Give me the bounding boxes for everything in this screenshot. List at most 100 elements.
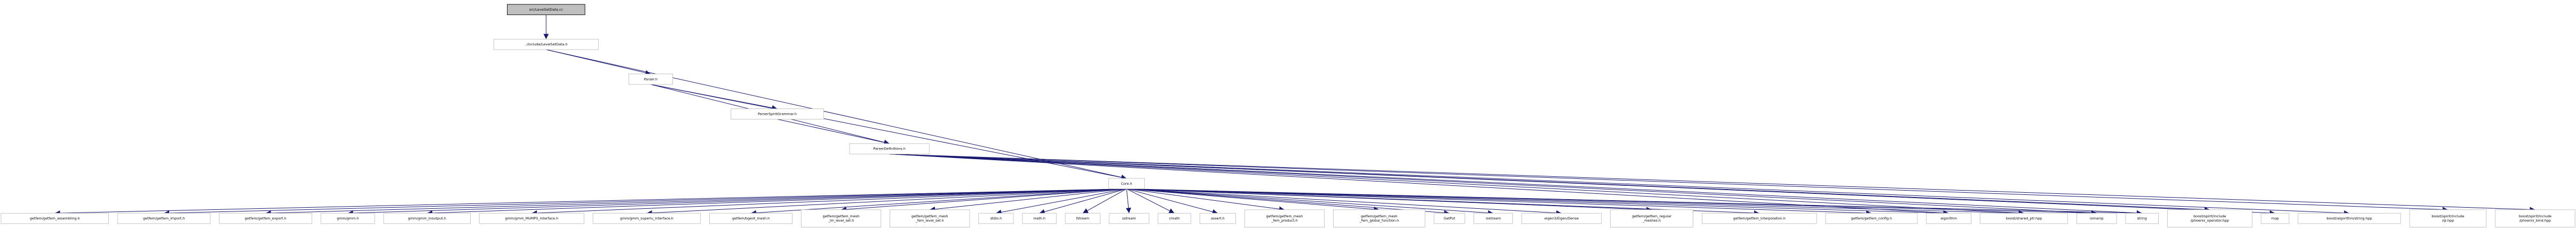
node-parserdefs[interactable]: ParserDefinitions.h bbox=[849, 143, 930, 154]
node-label: Parser.h bbox=[644, 77, 658, 81]
node-l04[interactable]: gmm/gmm.h bbox=[320, 213, 375, 224]
node-box bbox=[628, 74, 673, 85]
node-label: getfem/getfem_assembling.h bbox=[30, 216, 80, 221]
node-box bbox=[1433, 213, 1465, 224]
node-box bbox=[1926, 213, 1971, 224]
node-label: _fem_product.h bbox=[1271, 218, 1297, 223]
node-l06[interactable]: gmm/gmm_MUMPS_interface.h bbox=[479, 213, 584, 224]
node-label: gmm/gmm_inoutput.h bbox=[408, 216, 446, 221]
node-label: boost/spirit/include bbox=[2193, 214, 2226, 218]
node-label: GetPot bbox=[1444, 216, 1455, 221]
edge-parserdefs-to-l26 bbox=[889, 153, 2024, 216]
node-box bbox=[1108, 213, 1150, 224]
node-parser[interactable]: Parser.h bbox=[628, 74, 673, 85]
node-l33[interactable]: boost/spirit/include/phoenix_bind.hpp bbox=[2495, 209, 2575, 227]
node-box bbox=[2261, 213, 2289, 224]
node-l10[interactable]: getfem/getfem_mesh_fem_level_set.h bbox=[890, 209, 970, 227]
node-label: getfem/getfem_interpolation.h bbox=[1733, 216, 1786, 221]
node-l31[interactable]: boost/algorithm/string.hpp bbox=[2297, 213, 2401, 224]
node-l19[interactable]: GetPot bbox=[1433, 213, 1465, 224]
edge-core-to-l13 bbox=[1082, 188, 1127, 214]
node-l25[interactable]: algorithm bbox=[1926, 213, 1971, 224]
node-label: string bbox=[2137, 216, 2147, 221]
node-label: getfem/bgeot_mesh.h bbox=[732, 216, 770, 221]
node-l16[interactable]: assert.h bbox=[1199, 213, 1236, 224]
node-l08[interactable]: getfem/bgeot_mesh.h bbox=[709, 213, 792, 224]
node-l14[interactable]: sstream bbox=[1108, 213, 1150, 224]
node-box bbox=[2409, 209, 2487, 227]
node-l11[interactable]: stdio.h bbox=[978, 213, 1014, 224]
edge-levelsetdata-to-core bbox=[546, 49, 1127, 180]
edge-parser-to-core bbox=[651, 84, 1127, 180]
node-l27[interactable]: iomanip bbox=[2076, 213, 2117, 224]
node-l03[interactable]: getfem/getfem_export.h bbox=[219, 213, 312, 224]
node-label: boost/algorithm/string.hpp bbox=[2326, 216, 2372, 221]
node-box bbox=[1199, 213, 1236, 224]
node-box bbox=[2076, 213, 2117, 224]
node-l18[interactable]: getfem/getfem_mesh_fem_global_function.h bbox=[1333, 209, 1425, 227]
node-l07[interactable]: gmm/gmm_superlu_interface.h bbox=[592, 213, 701, 224]
node-l20[interactable]: iostream bbox=[1473, 213, 1513, 224]
node-spiritgrammar[interactable]: ParserSpiritGrammar.h bbox=[731, 108, 824, 120]
edge-core-to-l20 bbox=[1126, 188, 1494, 216]
node-label: _im_level_set.h bbox=[828, 218, 854, 223]
edge-core-to-l07 bbox=[646, 188, 1127, 216]
node-box bbox=[800, 209, 882, 227]
node-l24[interactable]: getfem/getfem_config.h bbox=[1825, 213, 1918, 224]
node-l05[interactable]: gmm/gmm_inoutput.h bbox=[383, 213, 471, 224]
node-box bbox=[1473, 213, 1513, 224]
node-label: getfem/getfem_import.h bbox=[143, 216, 185, 221]
node-l23[interactable]: getfem/getfem_interpolation.h bbox=[1701, 213, 1817, 224]
node-core[interactable]: Core.h bbox=[1108, 178, 1145, 190]
node-box bbox=[1, 213, 109, 224]
edge-core-to-l16 bbox=[1126, 188, 1218, 215]
node-l17[interactable]: getfem/getfem_mesh_fem_product.h bbox=[1244, 209, 1325, 227]
node-box bbox=[383, 213, 471, 224]
node-label: src/LevelSetData.cc bbox=[529, 7, 564, 12]
node-box bbox=[2125, 213, 2159, 224]
node-l29[interactable]: boost/spirit/include/phoenix_operator.hp… bbox=[2167, 209, 2253, 227]
node-label: sstream bbox=[1122, 216, 1136, 221]
node-box bbox=[1610, 209, 1694, 227]
nodes-layer: src/LevelSetData.cc ../include/LevelSetDa… bbox=[1, 4, 2575, 227]
edge-core-to-l28 bbox=[1126, 188, 2142, 216]
edges-layer bbox=[54, 14, 2535, 216]
node-box bbox=[320, 213, 375, 224]
edge-parserdefs-to-l30 bbox=[889, 153, 2276, 216]
node-l09[interactable]: getfem/getfem_mesh_im_level_set.h bbox=[800, 209, 882, 227]
node-l01[interactable]: getfem/getfem_assembling.h bbox=[1, 213, 109, 224]
node-box bbox=[2167, 209, 2253, 227]
node-l30[interactable]: map bbox=[2261, 213, 2289, 224]
node-l32[interactable]: boost/spirit/include/qi.hpp bbox=[2409, 209, 2487, 227]
node-box bbox=[1158, 213, 1191, 224]
node-l21[interactable]: eigen3/Eigen/Dense bbox=[1521, 213, 1602, 224]
node-label: gmm/gmm_superlu_interface.h bbox=[620, 216, 673, 221]
node-label: iomanip bbox=[2090, 216, 2104, 221]
node-label: algorithm bbox=[1940, 216, 1957, 221]
node-box bbox=[1022, 213, 1057, 224]
node-l13[interactable]: fstream bbox=[1065, 213, 1100, 224]
node-l22[interactable]: getfem/getfem_regular_meshes.h bbox=[1610, 209, 1694, 227]
node-box bbox=[1521, 213, 1602, 224]
node-l26[interactable]: boost/shared_ptr.hpp bbox=[1979, 213, 2068, 224]
node-box bbox=[2297, 213, 2401, 224]
node-levelsetdata[interactable]: ../include/LevelSetData.h bbox=[493, 38, 599, 50]
edge-core-to-l06 bbox=[532, 188, 1127, 216]
node-box bbox=[1701, 213, 1817, 224]
edge-parserdefs-to-l25 bbox=[889, 153, 1949, 216]
node-label: getfem/getfem_mesh bbox=[1266, 214, 1303, 218]
node-box bbox=[1065, 213, 1100, 224]
node-box bbox=[1244, 209, 1325, 227]
node-label: getfem/getfem_mesh bbox=[1361, 214, 1398, 218]
node-l15[interactable]: cmath bbox=[1158, 213, 1191, 224]
node-box bbox=[592, 213, 701, 224]
edge-core-to-l15 bbox=[1126, 188, 1175, 214]
node-l28[interactable]: string bbox=[2125, 213, 2159, 224]
node-l02[interactable]: getfem/getfem_import.h bbox=[117, 213, 211, 224]
node-l12[interactable]: math.h bbox=[1022, 213, 1057, 224]
node-box bbox=[1979, 213, 2068, 224]
node-box bbox=[731, 108, 824, 120]
edge-parserdefs-to-l33 bbox=[889, 153, 2535, 213]
edge-parserdefs-to-l31 bbox=[889, 153, 2350, 216]
